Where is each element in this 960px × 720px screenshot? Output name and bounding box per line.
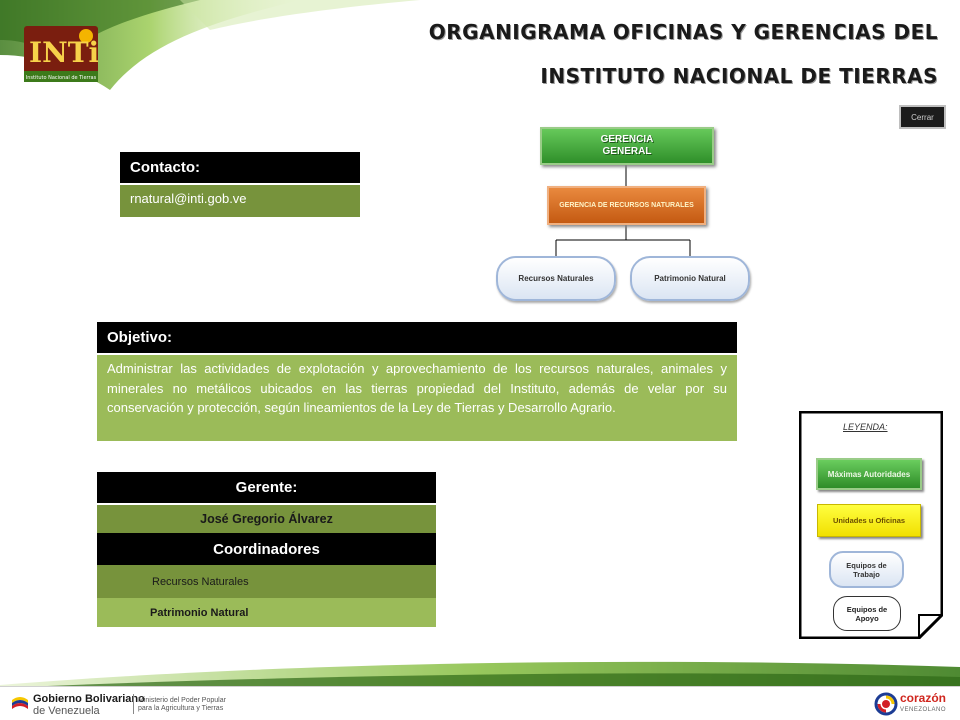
ministry-line1: Ministerio del Poder Popular <box>138 697 226 704</box>
org-node-unit[interactable]: Recursos Naturales <box>496 256 616 301</box>
legend-units-offices: Unidades u Oficinas <box>817 504 921 537</box>
legend-work-teams-line2: Trabajo <box>853 569 880 579</box>
corazon-subtext: VENEZOLANO <box>900 707 947 713</box>
manager-name: José Gregorio Álvarez <box>97 505 436 533</box>
corazon-venezolano-logo: corazón VENEZOLANO <box>900 692 946 716</box>
legend-max-authorities: Máximas Autoridades <box>816 458 922 490</box>
inti-logo: INTi Instituto Nacional de Tierras <box>24 26 98 82</box>
logo-text: INTi <box>29 36 98 69</box>
org-node-unit[interactable]: Patrimonio Natural <box>630 256 750 301</box>
objective-text: Administrar las actividades de explotaci… <box>97 355 737 441</box>
coordinator-item: Patrimonio Natural <box>97 598 436 627</box>
objective-heading: Objetivo: <box>97 322 737 353</box>
org-node-general-line2: GENERAL <box>602 146 652 157</box>
coordinators-heading: Coordinadores <box>97 533 436 565</box>
coordinator-item: Recursos Naturales <box>97 565 436 598</box>
legend-support-teams-line1: Equipos de <box>846 604 888 614</box>
close-button[interactable]: Cerrar <box>899 105 946 129</box>
page-title-line2: INSTITUTO NACIONAL DE TIERRAS <box>540 64 938 88</box>
heart-logo-icon <box>874 692 898 716</box>
page-title-line1: ORGANIGRAMA OFICINAS Y GERENCIAS DEL <box>428 20 938 44</box>
org-node-general-management[interactable]: GERENCIA GENERAL <box>540 127 714 165</box>
contact-heading: Contacto: <box>120 152 360 183</box>
gov-line1: Gobierno Bolivariano <box>33 693 145 705</box>
manager-heading: Gerente: <box>97 472 436 503</box>
ministry-text: Ministerio del Poder Popular para la Agr… <box>138 697 226 713</box>
corazon-text: corazón <box>900 691 947 705</box>
header-swoosh <box>0 0 420 90</box>
org-node-general-line1: GERENCIA <box>600 134 654 145</box>
legend-support-teams: Equipos de Apoyo <box>833 596 901 631</box>
legend-work-teams-line1: Equipos de <box>846 560 887 570</box>
org-node-natural-resources-management[interactable]: GERENCIA DE RECURSOS NATURALES <box>547 186 706 225</box>
footer-divider <box>133 694 134 714</box>
government-logo-text: Gobierno Bolivariano de Venezuela <box>33 693 145 717</box>
legend-work-teams: Equipos de Trabajo <box>829 551 904 588</box>
org-connectors <box>555 165 691 256</box>
ministry-line2: para la Agricultura y Tierras <box>138 705 224 712</box>
gov-line2: de Venezuela <box>33 705 100 717</box>
logo-caption: Instituto Nacional de Tierras <box>26 75 97 81</box>
legend-panel: LEYENDA: Máximas Autoridades Unidades u … <box>799 411 943 639</box>
legend-support-teams-line2: Apoyo <box>855 613 879 623</box>
footer-bar <box>0 686 960 720</box>
venezuela-flag-icon <box>12 697 28 709</box>
contact-email: rnatural@inti.gob.ve <box>120 185 360 217</box>
legend-title: LEYENDA: <box>843 422 888 432</box>
